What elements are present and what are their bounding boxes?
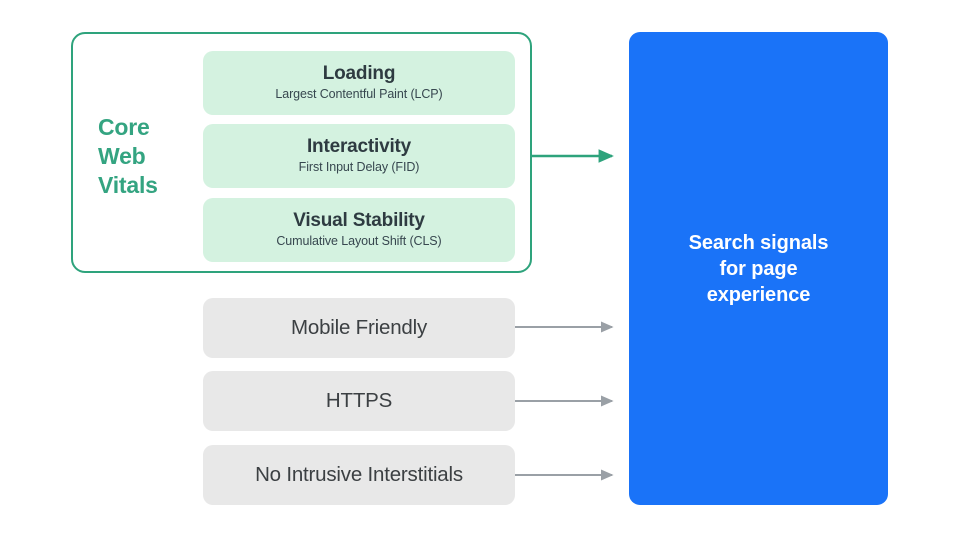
metric-card-loading[interactable]: Loading Largest Contentful Paint (LCP) xyxy=(203,51,515,115)
core-web-vitals-label-line-3: Vitals xyxy=(98,172,158,198)
metric-title: Loading xyxy=(322,63,396,84)
signal-card-label: No Intrusive Interstitials xyxy=(255,463,463,486)
signal-card-mobile-friendly[interactable]: Mobile Friendly xyxy=(203,298,515,358)
metric-title: Interactivity xyxy=(306,136,412,157)
metric-title: Visual Stability xyxy=(293,210,425,231)
signal-card-label: HTTPS xyxy=(325,389,393,412)
core-web-vitals-label: Core Web Vitals xyxy=(98,113,194,200)
signal-card-https[interactable]: HTTPS xyxy=(203,371,515,431)
metric-card-visual-stability[interactable]: Visual Stability Cumulative Layout Shift… xyxy=(203,198,515,262)
search-signals-line-3: experience xyxy=(706,283,811,306)
core-web-vitals-label-line-1: Core xyxy=(98,114,150,140)
core-web-vitals-group xyxy=(71,32,532,273)
signal-card-no-intrusive-interstitials[interactable]: No Intrusive Interstitials xyxy=(203,445,515,505)
search-signals-text: Search signals for page experience xyxy=(659,230,859,308)
metric-card-interactivity[interactable]: Interactivity First Input Delay (FID) xyxy=(203,124,515,188)
metric-subtitle: Largest Contentful Paint (LCP) xyxy=(275,87,443,101)
search-signals-line-1: Search signals xyxy=(688,231,829,254)
signal-card-label: Mobile Friendly xyxy=(291,316,427,339)
search-signals-box[interactable]: Search signals for page experience xyxy=(629,32,888,505)
metric-subtitle: Cumulative Layout Shift (CLS) xyxy=(276,234,442,248)
core-web-vitals-label-line-2: Web xyxy=(98,143,146,169)
metric-subtitle: First Input Delay (FID) xyxy=(298,160,420,174)
search-signals-line-2: for page xyxy=(719,257,798,280)
